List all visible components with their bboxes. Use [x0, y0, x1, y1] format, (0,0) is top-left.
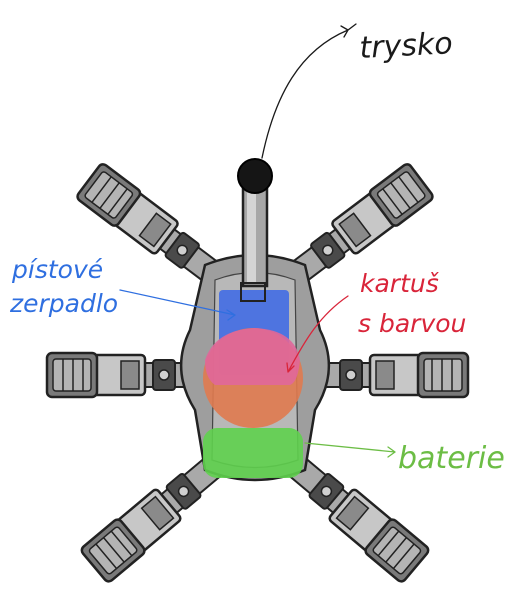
nozzle-pointer	[262, 24, 356, 158]
nozzle-label: trysko	[359, 26, 454, 66]
cartridge-label-line2: s barvou	[358, 309, 466, 338]
pump-label-line1: pístové	[11, 255, 103, 284]
cartridge-label-line1: kartuš	[360, 269, 440, 298]
nozzle	[238, 159, 272, 286]
battery-label: baterie	[398, 441, 505, 476]
leg-mid-right	[310, 353, 468, 397]
battery-highlight	[203, 428, 303, 478]
pump-label-line2: zerpadlo	[9, 289, 118, 318]
battery-pointer	[305, 443, 395, 457]
